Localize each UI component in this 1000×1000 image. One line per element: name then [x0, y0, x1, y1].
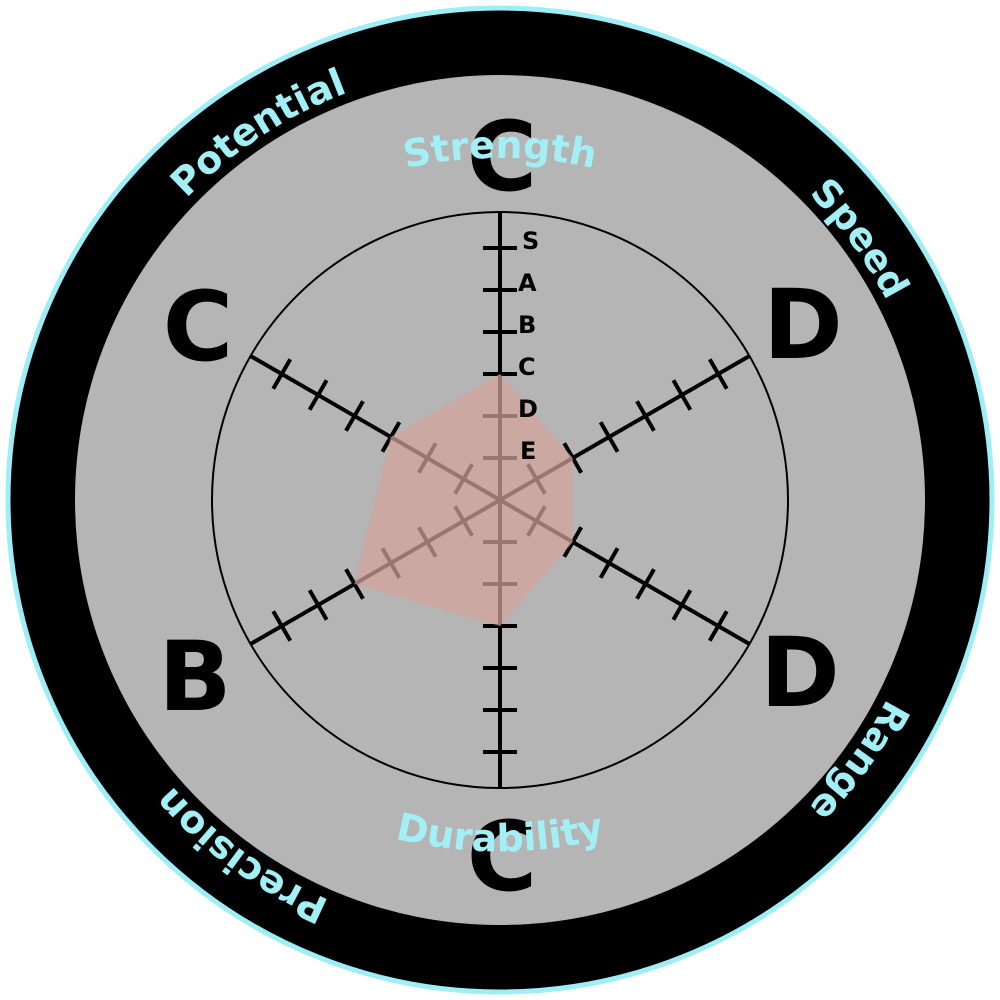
stat-polygon: [354, 374, 573, 626]
grade-precision: B: [158, 621, 231, 733]
grade-strength: C: [467, 101, 537, 213]
grade-letters: C D D C B C: [158, 101, 842, 913]
axis-tick-potential-3: [380, 421, 402, 453]
axis-tick-potential-5: [307, 379, 329, 411]
axis-tick-precision-5: [307, 589, 329, 621]
axis-tick-potential-4: [344, 400, 365, 432]
scale-label-e: E: [520, 437, 536, 465]
grade-durability: C: [467, 801, 537, 913]
axis-tick-range-2: [562, 526, 583, 558]
scale-label-c: C: [518, 353, 536, 381]
axis-tick-range-6: [708, 610, 729, 642]
scale-label-s: S: [522, 227, 539, 255]
axis-tick-speed-3: [598, 421, 620, 453]
scale-label-a: A: [518, 269, 537, 297]
axis-tick-potential-6: [271, 358, 292, 390]
scale-label-b: B: [518, 311, 536, 339]
scale-labels: S A B C D E: [518, 227, 539, 465]
axis-tick-precision-6: [271, 610, 292, 642]
axis-tick-range-3: [598, 547, 620, 579]
axis-tick-speed-5: [671, 379, 693, 411]
axis-tick-range-5: [671, 589, 693, 621]
axis-tick-speed-2: [562, 442, 583, 474]
axis-tick-speed-6: [708, 358, 729, 390]
axis-tick-range-4: [635, 568, 656, 600]
axis-tick-speed-4: [635, 400, 656, 432]
scale-label-d: D: [518, 395, 538, 423]
grade-speed: D: [763, 269, 843, 381]
grade-potential: C: [163, 271, 233, 383]
grade-range: D: [760, 617, 840, 729]
